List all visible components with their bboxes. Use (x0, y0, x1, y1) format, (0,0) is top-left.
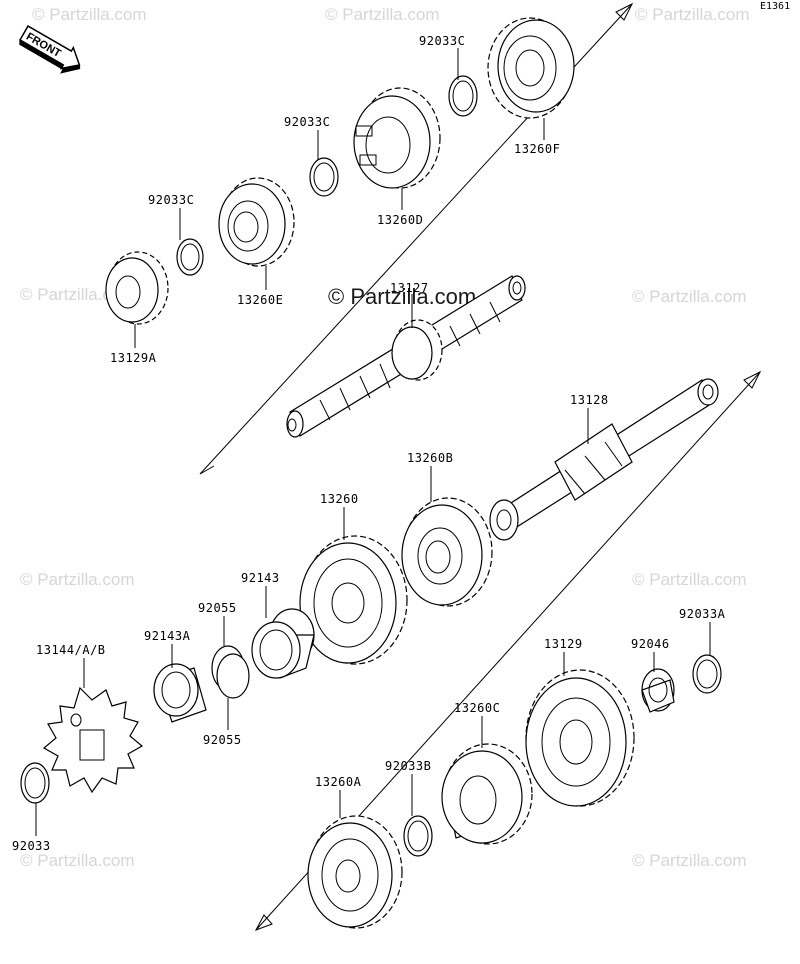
label-13260c[interactable]: 13260C (454, 701, 500, 715)
circlip-92033c[interactable] (176, 238, 204, 276)
gear-13260[interactable] (299, 535, 408, 665)
bearing-92046[interactable] (641, 668, 675, 713)
label-92033c[interactable]: 92033C (419, 34, 465, 48)
label-92055[interactable]: 92055 (198, 601, 237, 615)
watermark-text: © Partzilla.com (20, 570, 135, 589)
label-13144[interactable]: 13144/A/B (36, 643, 106, 657)
gear-13260f[interactable] (487, 17, 575, 119)
label-92055[interactable]: 92055 (203, 733, 242, 747)
center-watermark-text: © Partzilla.com (328, 284, 476, 309)
watermark-text: © Partzilla.com (20, 851, 135, 870)
label-13260f[interactable]: 13260F (514, 142, 560, 156)
watermark-text: © Partzilla.com (635, 5, 750, 24)
label-13260e[interactable]: 13260E (237, 293, 283, 307)
gear-13260c[interactable] (441, 743, 533, 845)
label-13260a[interactable]: 13260A (315, 775, 362, 789)
label-13127[interactable]: 13127 (390, 281, 429, 295)
label-92033[interactable]: 92033 (12, 839, 51, 853)
watermark-text: © Partzilla.com (32, 5, 147, 24)
label-92033c[interactable]: 92033C (284, 115, 330, 129)
collar-92143[interactable] (251, 608, 315, 679)
label-92143[interactable]: 92143 (241, 571, 280, 585)
label-13260d[interactable]: 13260D (377, 213, 423, 227)
label-13129a[interactable]: 13129A (110, 351, 157, 365)
label-13260b[interactable]: 13260B (407, 451, 453, 465)
circlip-92033c[interactable] (309, 157, 339, 197)
label-13129[interactable]: 13129 (544, 637, 583, 651)
gear-13260b[interactable] (401, 497, 493, 607)
gear-13260a[interactable] (307, 815, 403, 929)
gear-13260e[interactable] (218, 177, 295, 267)
label-92033b[interactable]: 92033B (385, 759, 431, 773)
label-92033a[interactable]: 92033A (679, 607, 726, 621)
circlip-92033a[interactable] (692, 654, 722, 694)
shaft-13128[interactable] (489, 378, 719, 541)
part-labels: 13260F 92033C 13260D 92033C 13260E 92033… (12, 34, 726, 853)
watermark-text: © Partzilla.com (632, 851, 747, 870)
label-92046[interactable]: 92046 (631, 637, 670, 651)
circlip-92033b[interactable] (403, 815, 433, 857)
leader-lines (35, 48, 711, 836)
shaft-13127[interactable] (286, 275, 526, 438)
label-13128[interactable]: 13128 (570, 393, 609, 407)
circlip-92033[interactable] (20, 762, 50, 804)
circlip-92033c[interactable] (448, 75, 478, 117)
label-13260[interactable]: 13260 (320, 492, 359, 506)
watermark-text: © Partzilla.com (632, 570, 747, 589)
sprocket-13144[interactable] (42, 686, 144, 794)
watermark-layer: © Partzilla.com © Partzilla.com © Partzi… (20, 5, 750, 870)
watermark-text: © Partzilla.com (632, 287, 747, 306)
gear-13129[interactable] (525, 669, 635, 807)
oring-92055[interactable] (211, 645, 250, 699)
collar-92143a[interactable] (153, 663, 207, 723)
label-92033c[interactable]: 92033C (148, 193, 194, 207)
gear-13129a[interactable] (105, 251, 169, 325)
front-direction-icon: FRONT (18, 25, 81, 74)
diagram-code: E1361 (760, 1, 790, 12)
label-92143a[interactable]: 92143A (144, 629, 191, 643)
watermark-text: © Partzilla.com (325, 5, 440, 24)
gear-13260d[interactable] (353, 87, 441, 189)
